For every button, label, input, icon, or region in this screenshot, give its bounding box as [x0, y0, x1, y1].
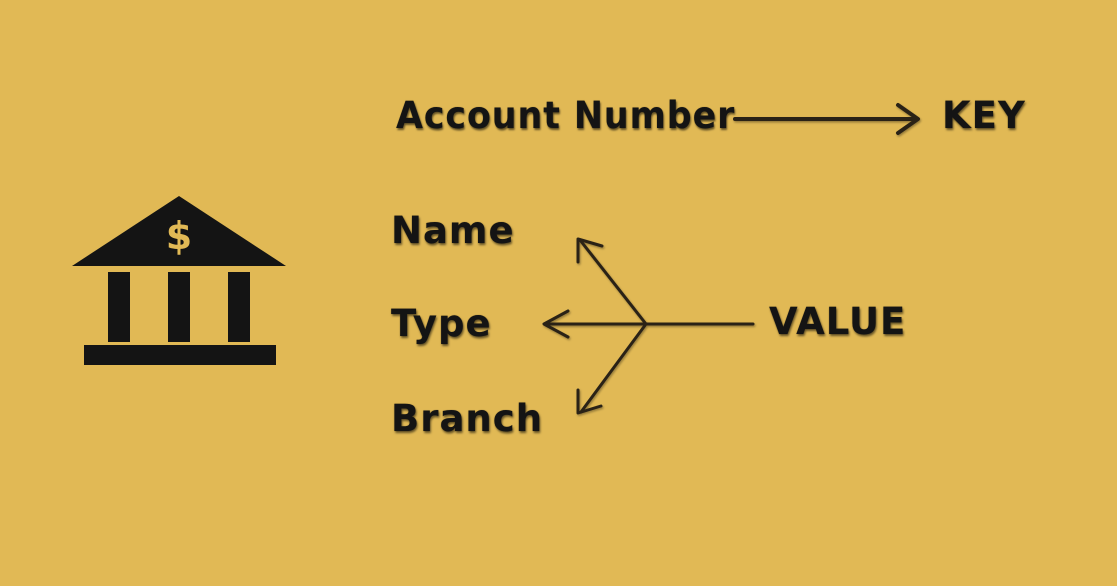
value-to-fields-arrows — [542, 237, 755, 415]
name-label: Name — [391, 209, 515, 252]
dollar-sign-icon: $ — [166, 214, 192, 258]
account-number-label: Account Number — [396, 94, 736, 137]
bank-column-left — [108, 272, 130, 342]
bank-base — [84, 345, 276, 365]
bank-column-middle — [168, 272, 190, 342]
bank-column-right — [228, 272, 250, 342]
branch-label: Branch — [391, 397, 544, 440]
value-label: VALUE — [769, 300, 907, 343]
bank-building-icon: $ — [72, 196, 286, 365]
key-label: KEY — [942, 94, 1026, 137]
type-label: Type — [391, 302, 492, 345]
bank-roof — [72, 196, 286, 266]
account-to-key-arrow — [733, 103, 920, 135]
